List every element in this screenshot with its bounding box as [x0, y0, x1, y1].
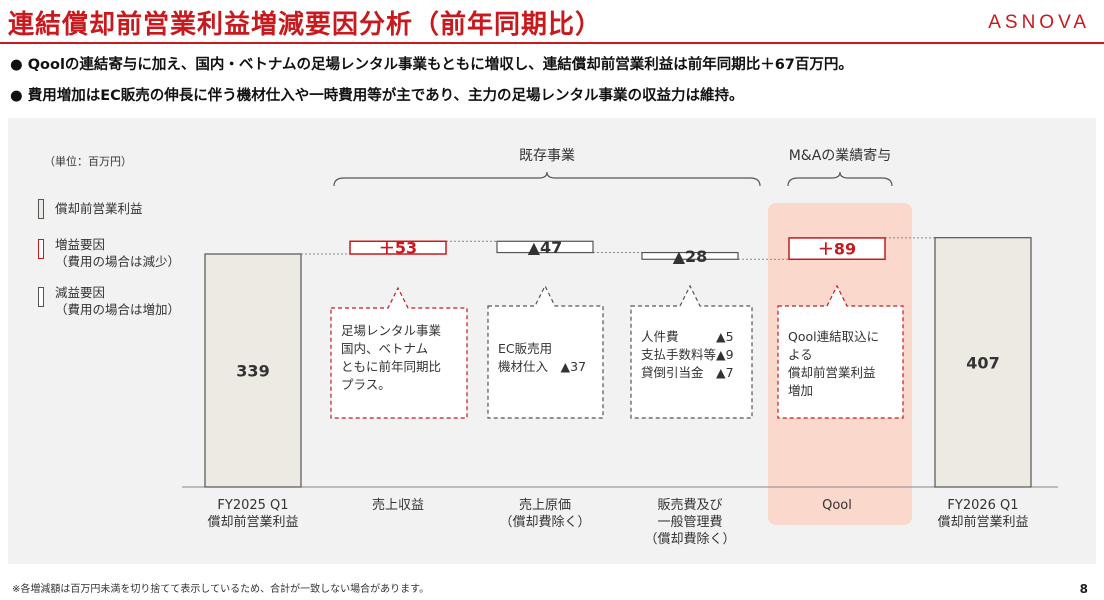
legend-swatch-decrease: [38, 287, 44, 307]
bar-label-1: ＋53: [379, 239, 417, 258]
callout-box-2: [630, 284, 753, 419]
bar-label-4: ＋89: [818, 240, 856, 259]
category-label-5: FY2026 Q1 償却前営業利益: [913, 497, 1053, 531]
footnote: ※各増減額は百万円未満を切り捨てて表示しているため、合計が一致しない場合がありま…: [12, 584, 430, 595]
callout-text-3: Qool連結取込による償却前営業利益増加: [788, 328, 879, 400]
callout-line: 人件費 ▲5: [641, 329, 734, 344]
callout-text-0: 足場レンタル事業国内、ベトナムともに前年同期比プラス。: [341, 322, 441, 394]
callout-line: 増加: [788, 383, 814, 398]
legend-decrease-line2: （費用の場合は増加）: [55, 302, 181, 317]
callout-box-1: [487, 284, 604, 419]
bar-5: [934, 237, 1032, 488]
callout-line: プラス。: [341, 377, 391, 392]
asnova-logo: ASNOVA: [988, 12, 1090, 33]
legend-increase-label: 増益要因 （費用の場合は減少）: [55, 236, 180, 270]
category-line: 売上収益: [371, 498, 424, 513]
bar-1: [349, 240, 447, 255]
callout-line: 貸倒引当金 ▲7: [641, 365, 734, 380]
bar-2: [496, 240, 594, 254]
callout-line: EC販売用: [498, 341, 553, 356]
bullet-2: ● 費用増加はEC販売の伸長に伴う機材仕入や一時費用等が主であり、主力の足場レン…: [10, 88, 744, 104]
bar-4: [788, 237, 886, 261]
bar-3: [641, 251, 739, 260]
title-underline: [0, 42, 1104, 44]
category-line: 償却前営業利益: [937, 515, 1029, 530]
category-line: （償却費除く）: [644, 532, 736, 547]
category-line: 売上原価: [518, 498, 571, 513]
callout-text-2: 人件費 ▲5 支払手数料等▲9 貸倒引当金 ▲7: [641, 328, 734, 382]
category-label-1: 売上収益: [328, 497, 468, 514]
callout-text-1: EC販売用機材仕入 ▲37: [498, 340, 586, 376]
category-label-2: 売上原価 （償却費除く）: [475, 497, 615, 531]
category-line: 一般管理費: [657, 515, 723, 530]
callout-line: 償却前営業利益: [788, 365, 876, 380]
category-line: 販売費及び: [657, 498, 723, 513]
category-label-3: 販売費及び一般管理費 （償却費除く）: [620, 497, 760, 548]
legend-increase-line1: 増益要因: [55, 237, 106, 252]
brace-ma: [787, 171, 893, 187]
page-title: 連結償却前営業利益増減要因分析（前年同期比）: [8, 10, 603, 40]
group-label-existing: 既存事業: [519, 148, 575, 164]
group-label-ma: M&Aの業績寄与: [789, 147, 892, 164]
category-line: FY2026 Q1: [947, 498, 1019, 513]
page-number: 8: [1079, 582, 1088, 596]
legend-decrease-label: 減益要因 （費用の場合は増加）: [55, 284, 180, 318]
bar-label-5: 407: [966, 353, 999, 372]
callout-line: ともに前年同期比: [341, 359, 442, 374]
category-label-4: Qool: [767, 497, 907, 514]
legend-total-line1: 償却前営業利益: [55, 201, 143, 216]
category-line: 償却前営業利益: [207, 515, 299, 530]
legend-swatch-increase: [38, 239, 44, 259]
bar-0: [204, 253, 302, 488]
category-line: （償却費除く）: [499, 515, 591, 530]
legend-unit: （単位：百万円）: [44, 155, 132, 168]
category-line: FY2025 Q1: [217, 498, 289, 513]
callout-box-0: [330, 286, 468, 419]
legend-total-label: 償却前営業利益: [55, 200, 143, 217]
callout-line: 足場レンタル事業: [341, 323, 442, 338]
callout-line: Qool連結取込に: [788, 329, 880, 344]
callout-line: 支払手数料等▲9: [641, 347, 734, 362]
brace-existing: [333, 171, 761, 187]
bullet-1: ● Qoolの連結寄与に加え、国内・ベトナムの足場レンタル事業もともに増収し、連…: [10, 57, 853, 73]
callout-box-3: [777, 284, 904, 419]
bar-label-3: ▲28: [673, 247, 708, 266]
category-label-0: FY2025 Q1 償却前営業利益: [183, 497, 323, 531]
bar-label-0: 339: [236, 362, 269, 381]
legend-swatch-total: [38, 199, 44, 219]
callout-line: よる: [788, 347, 813, 362]
legend-increase-line2: （費用の場合は減少）: [55, 254, 181, 269]
callout-line: 機材仕入 ▲37: [498, 359, 587, 374]
callout-line: 国内、ベトナム: [341, 341, 429, 356]
legend-decrease-line1: 減益要因: [55, 285, 106, 300]
category-line: Qool: [822, 498, 852, 513]
bar-label-2: ▲47: [528, 238, 563, 257]
